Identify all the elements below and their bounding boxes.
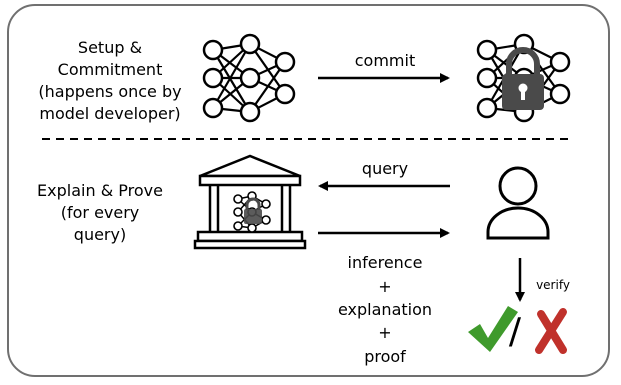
response-line-1: inference	[347, 253, 423, 272]
bank-building-icon	[193, 154, 307, 250]
small-lock-icon	[244, 197, 262, 224]
response-line-4: +	[378, 323, 392, 342]
response-line-3: explanation	[337, 300, 433, 319]
cross-mark-icon	[535, 308, 567, 354]
query-label: query	[361, 159, 409, 178]
lock-icon	[502, 47, 544, 110]
user-icon	[486, 166, 550, 240]
commit-label: commit	[354, 51, 416, 70]
locked-neural-network-icon	[476, 33, 571, 123]
verify-label: verify	[536, 278, 570, 292]
neural-network-icon	[202, 33, 296, 123]
response-line-2: +	[378, 277, 392, 296]
explain-label: Explain & Prove (for every query)	[37, 181, 163, 244]
result-separator: /	[508, 311, 522, 352]
check-mark-icon	[468, 306, 518, 352]
setup-label: Setup & Commitment (happens once by mode…	[38, 38, 182, 123]
response-line-5: proof	[364, 347, 406, 366]
diagram-frame	[7, 4, 610, 377]
